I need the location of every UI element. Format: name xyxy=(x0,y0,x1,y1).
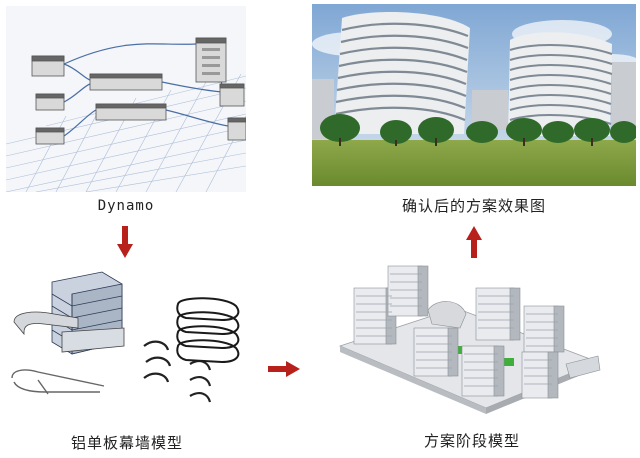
dynamo-wires xyxy=(63,43,229,137)
arrow-down xyxy=(117,226,133,258)
curtain-wall-tower xyxy=(13,271,125,355)
caption-curtain-wall: 铝单板幕墙模型 xyxy=(70,434,183,452)
caption-rendering: 确认后的方案效果图 xyxy=(401,197,546,215)
arrow-up xyxy=(466,226,482,258)
rendering-trees xyxy=(320,114,636,144)
red-arrow-up-icon xyxy=(466,226,482,258)
scheme-model xyxy=(338,265,601,414)
dynamo-panel xyxy=(6,6,246,192)
curtain-wall-rings xyxy=(176,297,240,364)
rendering-tower-right xyxy=(508,32,613,136)
dynamo-nodes xyxy=(31,37,246,145)
caption-scheme: 方案阶段模型 xyxy=(423,432,520,450)
scheme-panel xyxy=(336,258,606,418)
rendering-tower-left xyxy=(334,12,470,135)
red-arrow-down-icon xyxy=(117,226,133,258)
curtain-wall-model xyxy=(11,271,240,403)
curtain-wall-panel xyxy=(4,262,254,422)
red-arrow-right-icon xyxy=(268,361,300,377)
curtain-wall-ribbon xyxy=(11,369,105,395)
dynamo-graph xyxy=(6,6,246,192)
caption-dynamo: Dynamo xyxy=(97,198,155,214)
arrow-right xyxy=(268,361,300,377)
rendering-panel xyxy=(312,4,636,186)
rendering-image xyxy=(312,4,636,186)
